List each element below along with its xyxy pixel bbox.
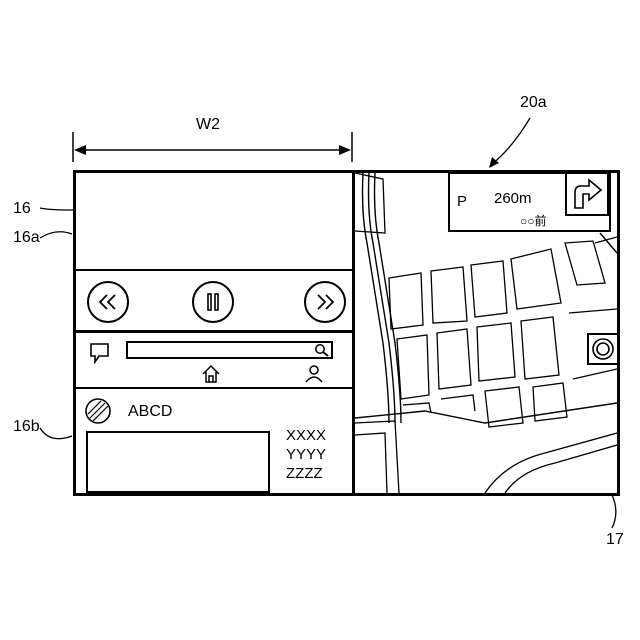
map-block [485, 387, 523, 427]
map-block [471, 261, 507, 317]
label-screen: 16 [13, 201, 31, 217]
info-line: XXXX [286, 426, 326, 445]
turn-indicator [565, 173, 609, 216]
info-content-box [86, 431, 270, 493]
search-input[interactable] [126, 341, 333, 359]
media-display-area [76, 173, 352, 269]
map-block [437, 329, 471, 389]
display-screen: ABCD XXXX YYYY ZZZZ [73, 170, 620, 496]
map-panel[interactable]: P 260m ○○前 [355, 173, 617, 493]
turn-right-arrow-icon [567, 174, 607, 214]
poi-icon [589, 335, 617, 363]
info-panel: ABCD XXXX YYYY ZZZZ [76, 389, 352, 496]
leader-16a [40, 232, 72, 238]
info-line: YYYY [286, 445, 326, 464]
fast-forward-button[interactable] [304, 281, 346, 323]
main-road-line [363, 173, 390, 423]
pause-icon [206, 292, 220, 312]
info-line: ZZZZ [286, 464, 326, 483]
rewind-icon [97, 294, 119, 310]
road-line [600, 233, 617, 253]
map-block [441, 395, 475, 411]
dimension-arrowhead-left [74, 145, 86, 155]
rewind-button[interactable] [87, 281, 129, 323]
search-icon[interactable] [314, 343, 330, 358]
leader-20a [492, 118, 530, 164]
parking-label: P [457, 193, 467, 210]
home-icon[interactable] [201, 364, 221, 384]
main-road-line [369, 173, 396, 423]
leader-16b [40, 428, 72, 439]
poi-marker[interactable] [587, 333, 617, 365]
road-line [485, 433, 617, 493]
map-block [595, 237, 617, 243]
map-block [565, 241, 605, 285]
label-map-area: 17 [606, 532, 624, 548]
map-block [431, 267, 467, 323]
map-block [511, 249, 561, 309]
pause-button[interactable] [192, 281, 234, 323]
label-width: W2 [196, 117, 220, 133]
speech-bubble-icon[interactable] [89, 342, 111, 364]
info-title: ABCD [128, 403, 172, 421]
label-second-area: 16b [13, 419, 40, 435]
dimension-arrowhead-right [339, 145, 351, 155]
person-icon[interactable] [304, 364, 324, 384]
guidance-place: ○○前 [520, 212, 547, 229]
map-block [397, 335, 429, 399]
map-block [355, 433, 387, 493]
label-guidance-area: 20a [520, 95, 547, 111]
label-first-area: 16a [13, 230, 40, 246]
fast-forward-icon [314, 294, 336, 310]
map-block [569, 309, 617, 313]
media-controls [76, 269, 352, 333]
info-lines: XXXX YYYY ZZZZ [286, 426, 326, 483]
map-block [477, 323, 515, 381]
map-block [521, 317, 559, 379]
map-block [355, 421, 399, 493]
left-panel: ABCD XXXX YYYY ZZZZ [76, 173, 355, 493]
map-block [573, 369, 617, 379]
guidance-distance: 260m [494, 190, 532, 207]
road-line [505, 445, 617, 493]
route-guidance-box[interactable]: P 260m ○○前 [448, 173, 611, 232]
map-block [389, 273, 423, 329]
no-entry-icon [84, 397, 112, 425]
search-bar-row [76, 333, 352, 389]
